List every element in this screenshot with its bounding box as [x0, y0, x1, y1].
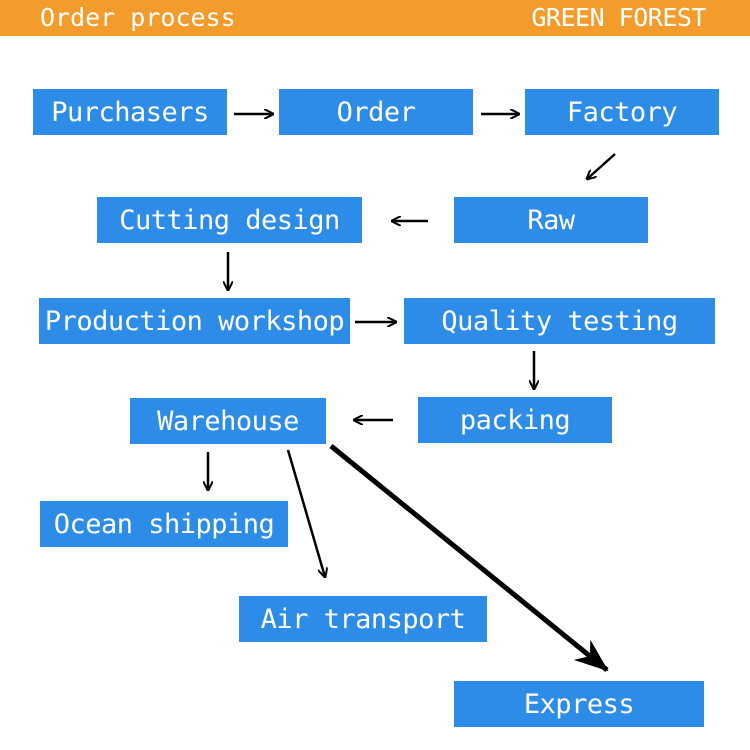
node-express: Express — [454, 681, 704, 727]
node-packing: packing — [418, 397, 612, 443]
node-factory: Factory — [525, 89, 719, 135]
node-quality-testing: Quality testing — [404, 298, 715, 344]
node-ocean-shipping: Ocean shipping — [40, 501, 288, 547]
node-raw: Raw — [454, 197, 648, 243]
arrow-factory-raw — [587, 153, 616, 179]
arrow-warehouse-air — [286, 449, 325, 577]
node-cutting-design: Cutting design — [97, 197, 362, 243]
arrow-warehouse-express — [329, 444, 609, 672]
node-warehouse: Warehouse — [130, 398, 326, 444]
header-brand: GREEN FOREST — [531, 3, 706, 32]
header-title: Order process — [40, 3, 236, 32]
node-production-workshop: Production workshop — [39, 298, 350, 344]
node-order: Order — [279, 89, 473, 135]
node-purchasers: Purchasers — [33, 89, 227, 135]
node-air-transport: Air transport — [239, 596, 487, 642]
header-bar: Order process GREEN FOREST — [0, 0, 750, 36]
